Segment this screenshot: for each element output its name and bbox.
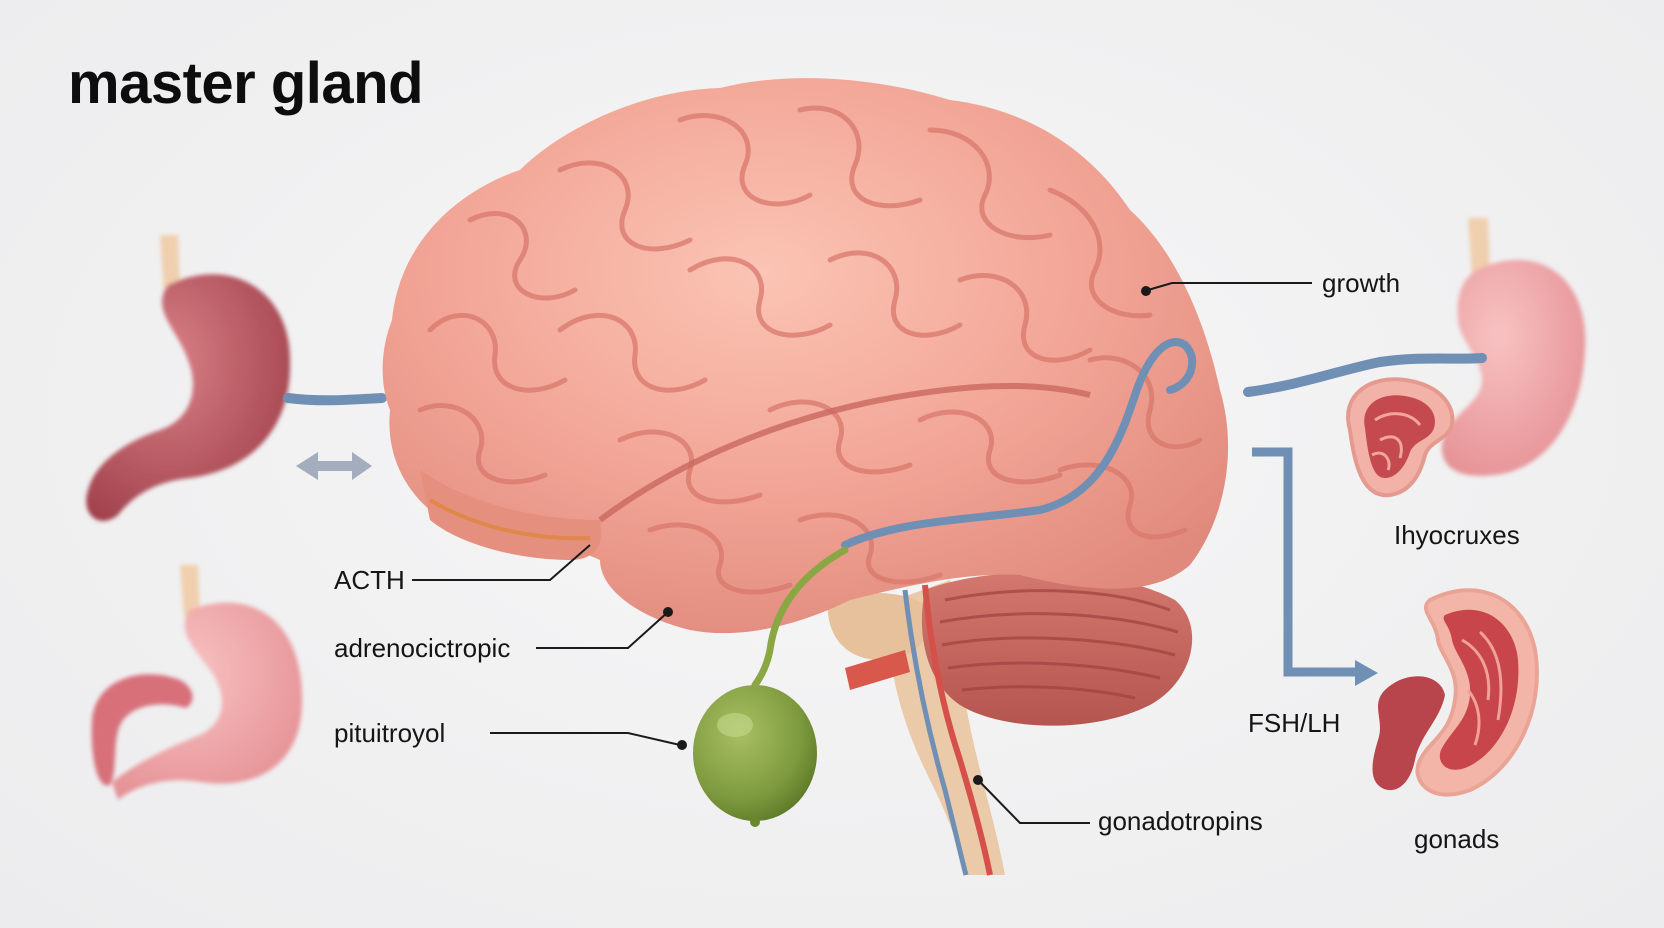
label-gonads: gonads bbox=[1414, 824, 1500, 854]
stomach-lower-left bbox=[91, 565, 303, 800]
label-ihyocruxes: Ihyocruxes bbox=[1394, 520, 1520, 550]
label-pituitroyol: pituitroyol bbox=[334, 718, 446, 748]
brain bbox=[382, 78, 1229, 634]
fsh-lh-arrowhead-icon bbox=[1355, 660, 1378, 686]
vessel-blue-down bbox=[902, 589, 969, 876]
vessel-brain bbox=[841, 338, 1197, 549]
label-gonadotropins: gonadotropins bbox=[1098, 806, 1263, 836]
leader-lines bbox=[412, 282, 1312, 824]
cerebellum bbox=[921, 572, 1193, 726]
stomach-upper-left bbox=[86, 235, 291, 521]
thyroid-cross-section bbox=[1346, 377, 1455, 498]
label-adrenocictropic: adrenocictropic bbox=[334, 633, 511, 663]
vessel-left bbox=[283, 393, 387, 406]
vessel-red bbox=[922, 584, 993, 876]
label-growth: growth bbox=[1322, 268, 1401, 298]
leader-dots bbox=[663, 286, 1151, 785]
page-title: master gland bbox=[68, 51, 424, 116]
label-acth: ACTH bbox=[334, 565, 405, 595]
pituitary-gland bbox=[693, 685, 817, 827]
vessel-right bbox=[1243, 353, 1487, 397]
gonad-cross-section bbox=[1372, 588, 1539, 797]
stomach-upper-right bbox=[1441, 218, 1586, 476]
double-arrow-icon bbox=[296, 452, 372, 480]
label-fsh-lh: FSH/LH bbox=[1248, 708, 1341, 738]
pituitary-stalk bbox=[751, 546, 849, 689]
fsh-lh-arrow bbox=[1252, 447, 1360, 677]
